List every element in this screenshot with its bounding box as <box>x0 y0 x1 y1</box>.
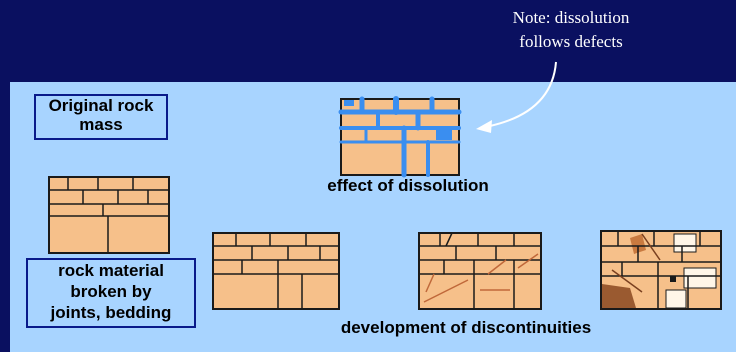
block-bedded-rock <box>48 176 170 254</box>
block-dissolution <box>338 96 462 178</box>
broken-rock-label: rock material broken by joints, bedding <box>26 258 196 328</box>
original-rock-mass-label: Original rock mass <box>34 94 168 140</box>
note-line-1: Note: dissolution <box>512 8 630 27</box>
block-discontinuities-2 <box>418 232 542 310</box>
block-discontinuities-3 <box>600 230 722 310</box>
discontinuities-label: development of discontinuities <box>340 318 592 337</box>
block-discontinuities-1 <box>212 232 340 310</box>
note-line-2: follows defects <box>519 32 623 51</box>
note-annotation: Note: dissolution follows defects <box>456 6 686 54</box>
dissolution-label: effect of dissolution <box>327 176 489 195</box>
